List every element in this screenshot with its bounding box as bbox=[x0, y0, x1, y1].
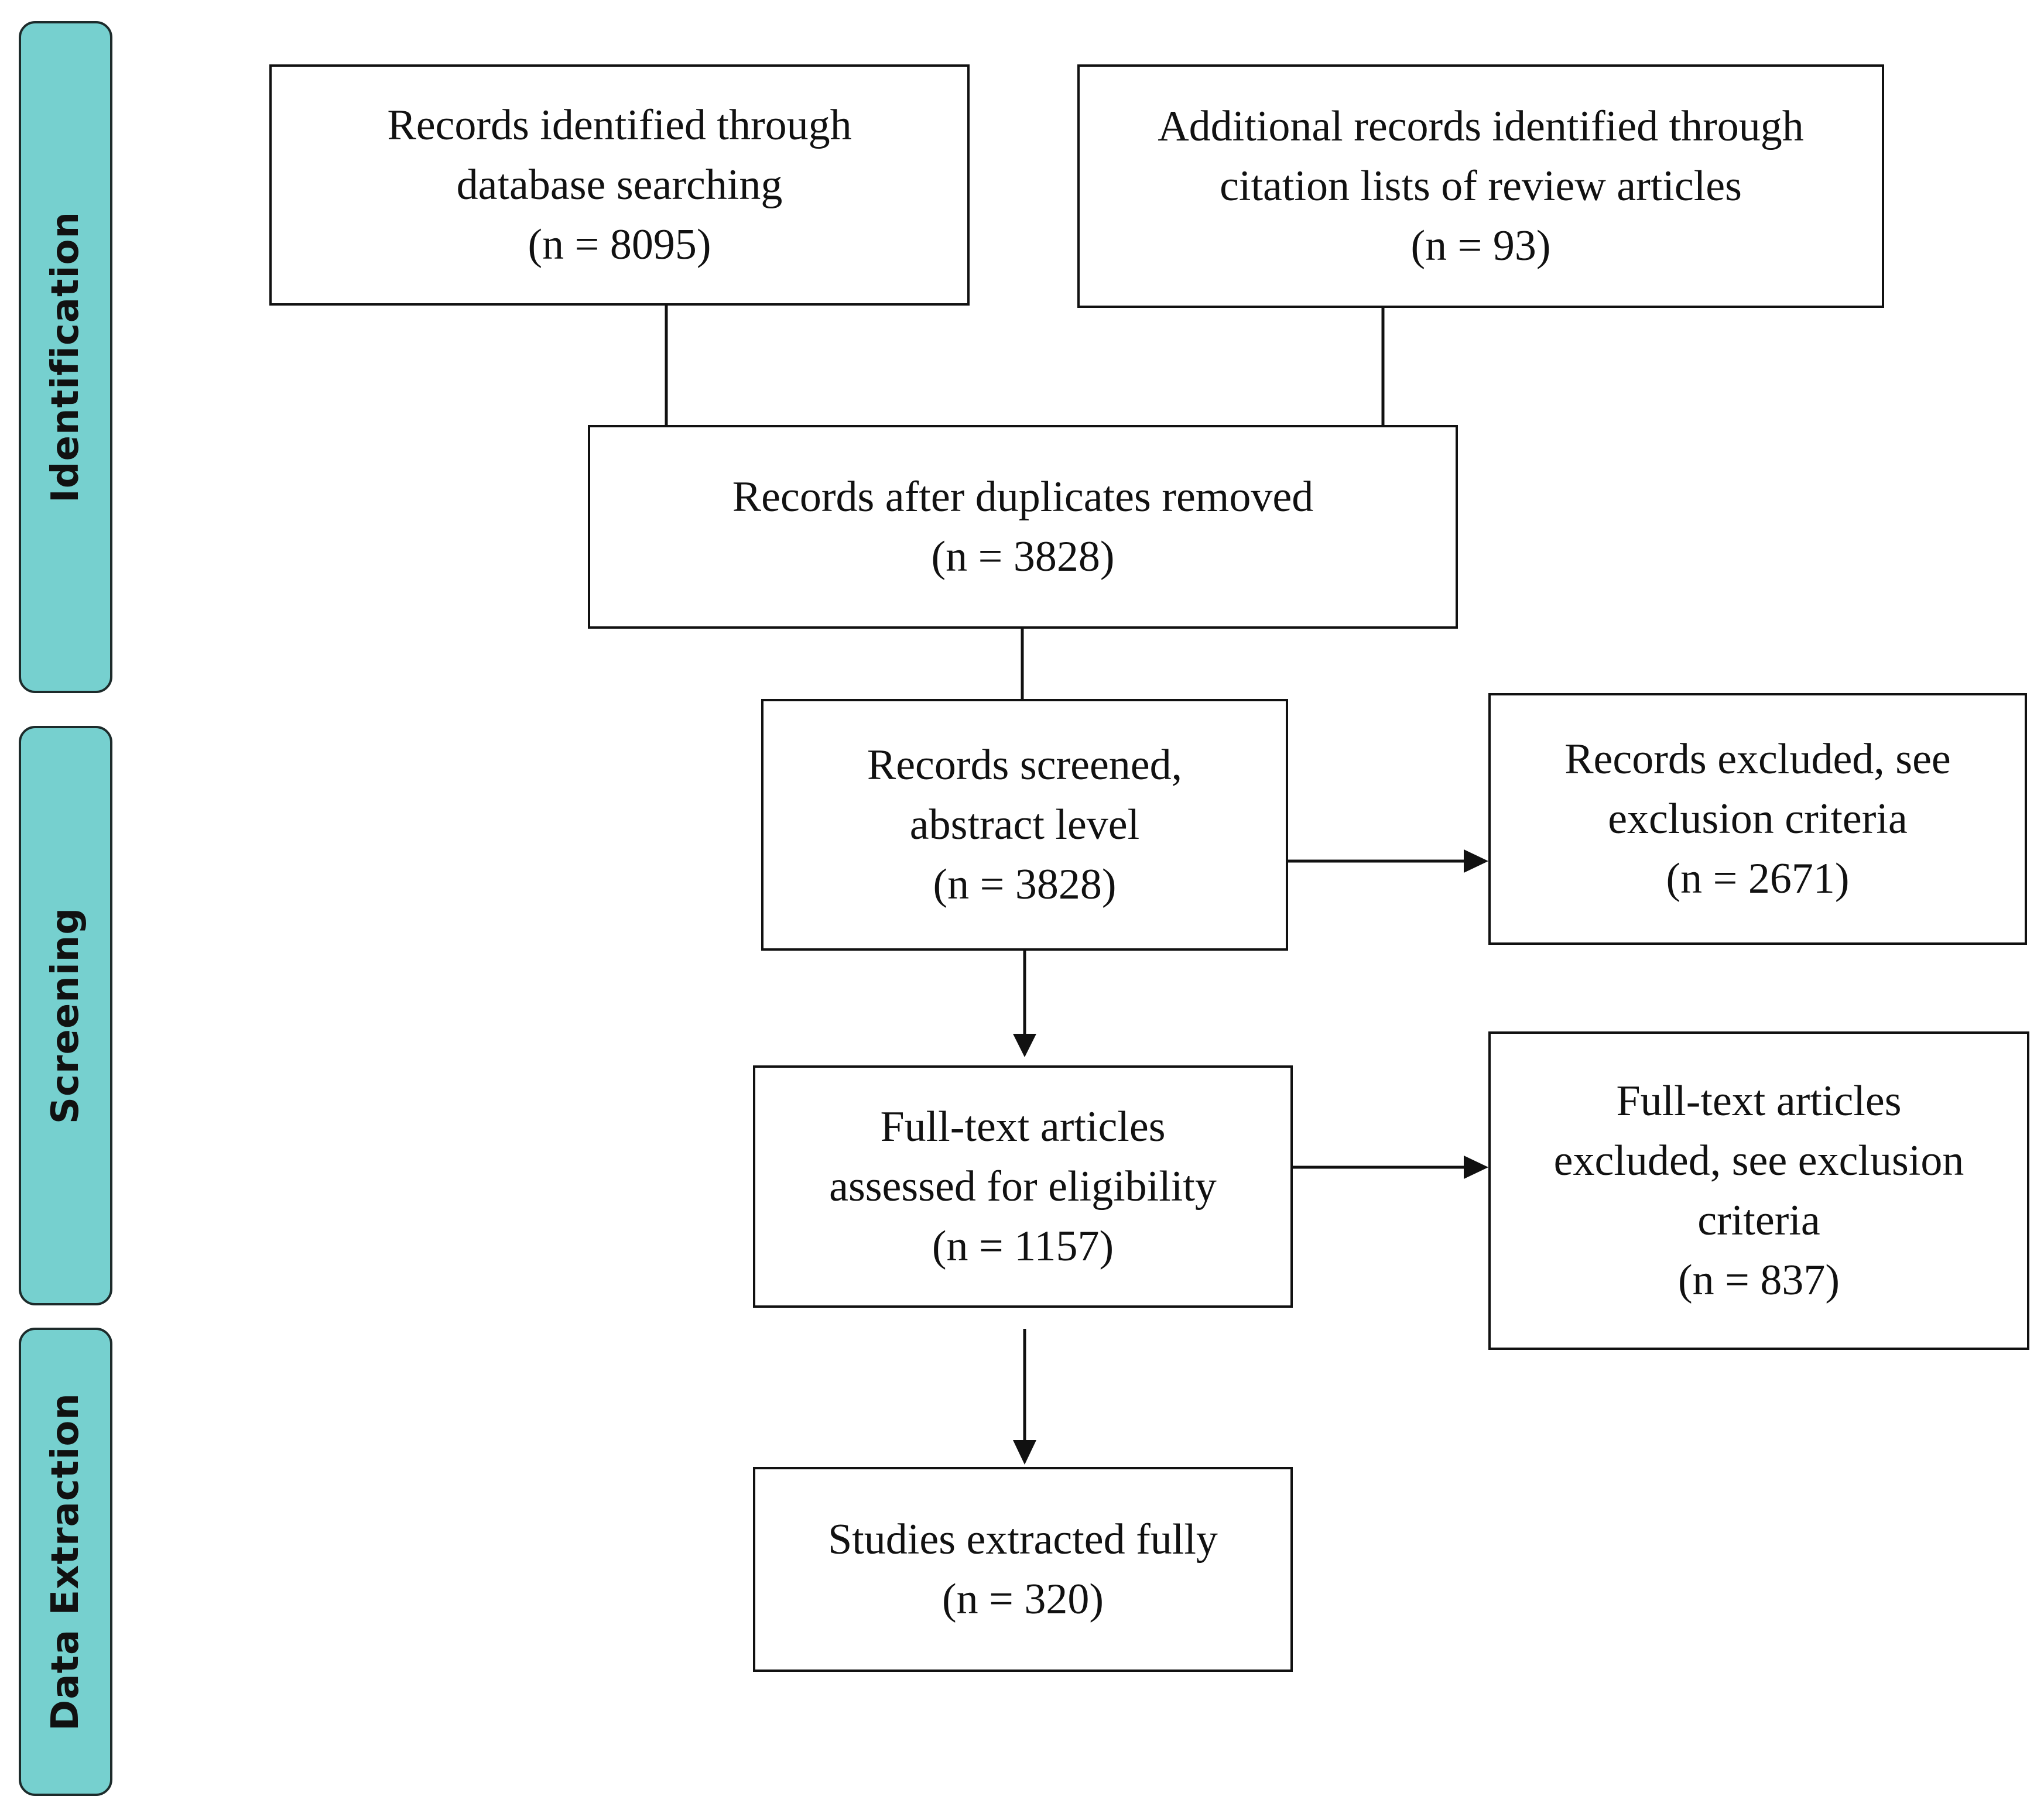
screened-line1: Records screened, bbox=[867, 741, 1183, 789]
excluded-full-text-count: (n = 837) bbox=[1677, 1256, 1840, 1304]
database-search-count: (n = 8095) bbox=[528, 221, 711, 269]
after-duplicates-line1: Records after duplicates removed bbox=[732, 473, 1314, 521]
box-extracted: Studies extracted fully (n = 320) bbox=[753, 1467, 1293, 1672]
excluded-full-text-line3: criteria bbox=[1697, 1197, 1820, 1245]
phase-screening: Screening bbox=[19, 726, 112, 1305]
excluded-full-text-line2: excluded, see exclusion bbox=[1553, 1137, 1964, 1185]
extracted-count: (n = 320) bbox=[941, 1575, 1104, 1623]
phase-identification: Identification bbox=[19, 21, 112, 693]
full-text-line1: Full-text articles bbox=[880, 1103, 1166, 1151]
excluded-records-line2: exclusion criteria bbox=[1608, 795, 1908, 843]
box-full-text: Full-text articles assessed for eligibil… bbox=[753, 1065, 1293, 1308]
extracted-line1: Studies extracted fully bbox=[828, 1516, 1218, 1564]
excluded-full-text-line1: Full-text articles bbox=[1616, 1077, 1902, 1125]
after-duplicates-count: (n = 3828) bbox=[931, 533, 1115, 581]
excluded-records-count: (n = 2671) bbox=[1666, 855, 1850, 903]
box-after-duplicates: Records after duplicates removed (n = 38… bbox=[588, 425, 1458, 629]
arrowhead-fulltext-to-extracted bbox=[1013, 1440, 1036, 1465]
screened-count: (n = 3828) bbox=[933, 861, 1117, 909]
full-text-line2: assessed for eligibility bbox=[829, 1163, 1217, 1211]
box-citation-lists: Additional records identified through ci… bbox=[1077, 64, 1884, 308]
phase-data-extraction: Data Extraction bbox=[19, 1328, 112, 1796]
box-excluded-records: Records excluded, see exclusion criteria… bbox=[1488, 693, 2027, 945]
box-screened: Records screened, abstract level (n = 38… bbox=[761, 699, 1288, 951]
excluded-records-line1: Records excluded, see bbox=[1564, 735, 1951, 783]
database-search-line1: Records identified through bbox=[387, 101, 852, 149]
citation-lists-count: (n = 93) bbox=[1410, 222, 1551, 270]
box-database-search: Records identified through database sear… bbox=[269, 64, 970, 306]
screened-line2: abstract level bbox=[909, 801, 1140, 849]
citation-lists-line2: citation lists of review articles bbox=[1220, 162, 1742, 210]
arrowhead-fulltext-to-excluded bbox=[1464, 1156, 1488, 1179]
arrowhead-screened-to-fulltext bbox=[1013, 1034, 1036, 1057]
database-search-line2: database searching bbox=[456, 161, 783, 209]
citation-lists-line1: Additional records identified through bbox=[1158, 102, 1804, 150]
full-text-count: (n = 1157) bbox=[932, 1222, 1114, 1270]
arrowhead-screened-to-excluded bbox=[1464, 849, 1488, 873]
box-excluded-full-text: Full-text articles excluded, see exclusi… bbox=[1488, 1031, 2029, 1350]
